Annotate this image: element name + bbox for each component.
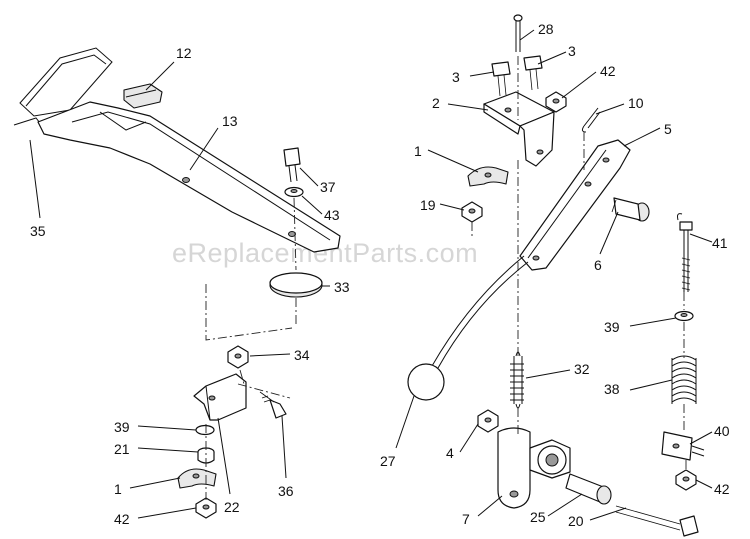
- callout-label: 12: [176, 45, 192, 61]
- part-lever-5: [519, 139, 631, 271]
- part-nut-19: [461, 201, 483, 223]
- part-nut-34: [227, 345, 249, 369]
- callout-label: 4: [446, 445, 454, 461]
- part-bracket-2: [483, 91, 555, 167]
- callout-label: 6: [594, 257, 602, 273]
- callout-label: 42: [714, 481, 730, 497]
- part-washer-33: [269, 272, 323, 298]
- part-rod-41: [677, 213, 693, 292]
- callout-label: 21: [114, 441, 130, 457]
- part-spring-32: [510, 351, 524, 409]
- part-bolt-37: [283, 147, 301, 183]
- callout-label: 25: [530, 509, 546, 525]
- callout-label: 34: [294, 347, 310, 363]
- part-shift-rod-27: [407, 255, 529, 401]
- part-shaft-25: [565, 473, 612, 505]
- callout-label: 27: [380, 453, 396, 469]
- callout-label: 22: [224, 499, 240, 515]
- callout-label: 33: [334, 279, 350, 295]
- callout-label: 41: [712, 235, 728, 251]
- callout-label: 1: [114, 481, 122, 497]
- part-washer-39-right: [674, 310, 694, 322]
- callout-label: 2: [432, 95, 440, 111]
- callout-label: 19: [420, 197, 436, 213]
- callout-label: 28: [538, 21, 554, 37]
- part-bolt-6: [611, 197, 650, 222]
- part-pin-10: [581, 107, 601, 133]
- callout-label: 43: [324, 207, 340, 223]
- callout-label: 36: [278, 483, 294, 499]
- part-brake-arm: [37, 101, 341, 253]
- part-spring-38: [671, 355, 697, 404]
- callout-label: 10: [628, 95, 644, 111]
- callout-label: 32: [574, 361, 590, 377]
- callout-label: 3: [452, 69, 460, 85]
- callout-label: 3: [568, 43, 576, 59]
- callout-label: 13: [222, 113, 238, 129]
- callout-label: 20: [568, 513, 584, 529]
- part-bracket-22: [193, 373, 247, 421]
- part-nut-42-left: [195, 497, 217, 519]
- callout-label: 40: [714, 423, 730, 439]
- callout-label: 42: [114, 511, 130, 527]
- part-cotter-28: [513, 14, 523, 52]
- part-bolt-20: [615, 505, 699, 537]
- part-clip-1-left: [177, 468, 217, 489]
- leader-lines: [29, 29, 713, 521]
- part-nut-4: [477, 409, 499, 433]
- callout-label: 35: [30, 223, 46, 239]
- part-pedal-pad: [123, 83, 163, 109]
- callout-label: 42: [600, 63, 616, 79]
- left-centerlines: [205, 197, 297, 500]
- callout-label: 5: [664, 121, 672, 137]
- callout-label: 1: [414, 143, 422, 159]
- callout-label: 39: [604, 319, 620, 335]
- part-bolt-36: [259, 391, 287, 419]
- part-washer-43: [284, 186, 304, 198]
- callout-labels: 12 13 35 37 43 33 34 39 21 1 42 22 36 28…: [30, 21, 730, 529]
- part-washer-39-left: [195, 424, 215, 436]
- callout-label: 39: [114, 419, 130, 435]
- part-ferrule-40: [661, 431, 705, 461]
- right-centerlines: [471, 56, 687, 470]
- callout-label: 38: [604, 381, 620, 397]
- part-bolt-3-a: [491, 61, 511, 97]
- part-bolt-3-b: [523, 55, 543, 91]
- part-plate-7: [497, 427, 571, 509]
- part-nut-42-right: [675, 469, 697, 491]
- callout-label: 37: [320, 179, 336, 195]
- part-nut-42-top: [545, 91, 567, 113]
- callout-label: 7: [462, 511, 470, 527]
